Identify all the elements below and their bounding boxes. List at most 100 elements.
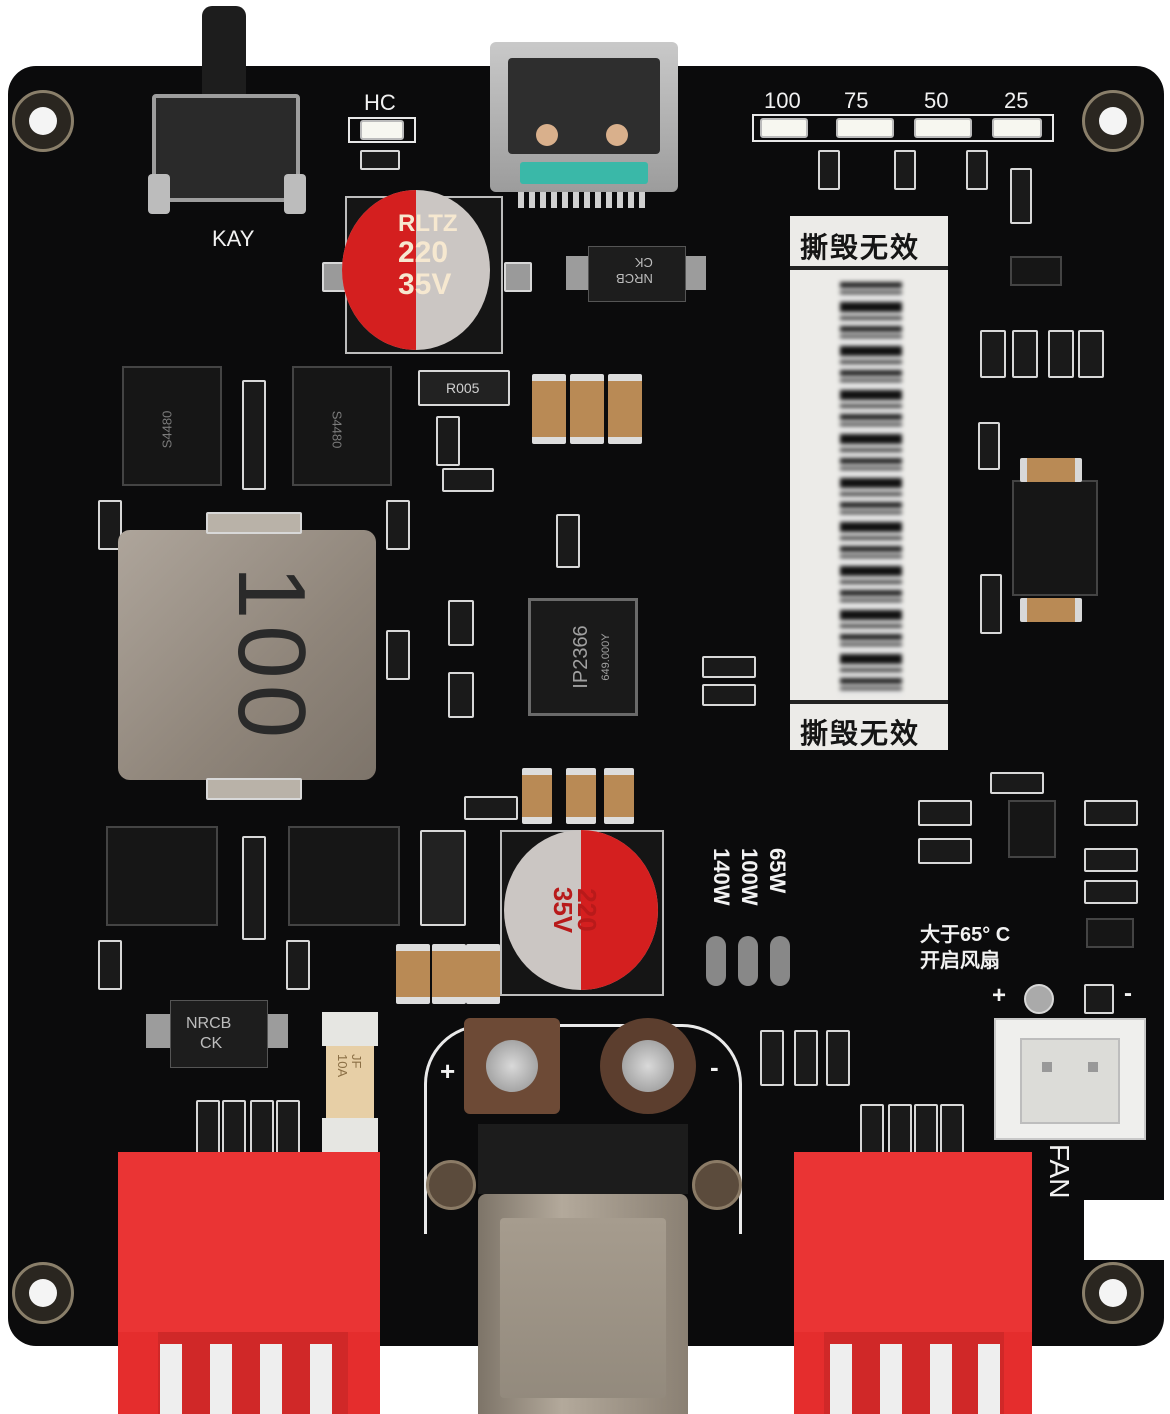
cap-top-marking: RLTZ 220 35V: [398, 210, 458, 301]
resistor-sense-2: [420, 830, 466, 926]
resistor-left-5: [286, 940, 310, 990]
svg-text:JF: JF: [349, 1054, 364, 1069]
cap-group-mid-1: [522, 768, 552, 824]
fan-minus: -: [1124, 980, 1132, 1007]
usb-c-pin-left: [536, 124, 558, 146]
cap-bottom-marking: 35V 220: [548, 887, 602, 934]
switch-leg-left: [148, 174, 170, 214]
mounting-hole-bottom-left: [12, 1262, 74, 1324]
resistor-rb-3: [990, 772, 1044, 794]
led-50: [914, 118, 972, 138]
led-resistor-1: [818, 150, 840, 190]
resistor-br-1: [760, 1030, 784, 1086]
resistor-br-5: [888, 1104, 912, 1160]
dc-terminal-positive[interactable]: [464, 1018, 560, 1114]
led-75: [836, 118, 894, 138]
svg-text:10A: 10A: [335, 1054, 350, 1077]
led-resistor-3: [966, 150, 988, 190]
sot-transistor-fan: [1086, 918, 1134, 948]
svg-text:65W: 65W: [765, 848, 790, 893]
usb-a-mount-right: [692, 1160, 742, 1210]
usb-c-port[interactable]: [490, 42, 678, 208]
svg-text:140W: 140W: [709, 848, 734, 906]
warranty-divider-bottom: [790, 700, 948, 704]
cap-group-bot-1: [396, 944, 430, 1004]
led-100: [760, 118, 808, 138]
fan-note-line2: 开启风扇: [920, 950, 1000, 972]
switch-actuator: [202, 6, 246, 98]
resistor-q3-side: [242, 836, 266, 940]
mosfet-q4: [288, 826, 400, 926]
ic-marking-text: IP2366 649.000Y: [570, 625, 612, 688]
resistor-ic-4: [702, 684, 756, 706]
resistor-rb-2: [918, 838, 972, 864]
fan-pad-minus: [1084, 984, 1114, 1014]
mosfet-q1: S4480: [122, 366, 222, 486]
tactile-switch[interactable]: [148, 6, 306, 214]
svg-text:220: 220: [572, 888, 602, 931]
fan-connector[interactable]: [994, 1018, 1146, 1140]
dc-terminal-negative[interactable]: [600, 1018, 696, 1114]
hc-resistor: [360, 150, 400, 170]
power-inductor: 100: [118, 530, 376, 780]
cap-group-bot-3: [466, 944, 500, 1004]
led-level-100: 100: [764, 88, 801, 113]
resistor-right-1: [980, 330, 1006, 378]
cap-group-bot-2: [432, 944, 466, 1004]
svg-text:100W: 100W: [737, 848, 762, 906]
hc-led: [360, 120, 404, 140]
cap-right-2: [1020, 598, 1082, 622]
regulator-right: [1012, 480, 1098, 596]
led-level-25: 25: [1004, 88, 1029, 113]
fan-plus: +: [992, 982, 1007, 1009]
fan-note-line1: 大于65° C: [920, 924, 1011, 946]
power-options: 65W 100W 140W: [709, 848, 790, 906]
terminal-block-right[interactable]: [794, 1152, 1032, 1414]
warranty-bottom: 撕毁无效: [800, 718, 921, 749]
hc-led-pad: [348, 117, 416, 143]
dc-plus: +: [440, 1056, 456, 1086]
usb-a-port[interactable]: [478, 1124, 688, 1414]
resistor-ic-1: [448, 600, 474, 646]
usb-c-opening: [508, 58, 660, 154]
dc-minus: -: [710, 1052, 719, 1082]
resistor-left-2: [386, 500, 410, 550]
terminal-block-left[interactable]: [118, 1152, 380, 1414]
dc-input-outline: [424, 1024, 742, 1234]
electrolytic-cap-bottom: 35V 220: [504, 830, 658, 990]
svg-text:IP2366: IP2366: [570, 625, 592, 688]
cap-group-top-3: [608, 374, 642, 444]
electrolytic-cap-top: RLTZ 220 35V: [342, 190, 490, 350]
led-level-50: 50: [924, 88, 949, 113]
mosfet-q3: [106, 826, 218, 926]
resistor-left-3: [386, 630, 410, 680]
mounting-hole-top-right: [1082, 90, 1144, 152]
warranty-divider-top: [790, 266, 948, 270]
switch-leg-right: [284, 174, 306, 214]
usb-a-mount-left: [426, 1160, 476, 1210]
resistor-left-4: [98, 940, 122, 990]
resistor-right-5: [978, 422, 1000, 470]
cap-group-top-2: [570, 374, 604, 444]
led-resistor-2: [894, 150, 916, 190]
cap-group-mid-3: [604, 768, 634, 824]
resistor-mid-3: [442, 468, 494, 492]
power-jumper-pads[interactable]: [706, 936, 796, 992]
cap-group-top-1: [532, 374, 566, 444]
inductor-pad-bottom: [206, 778, 302, 800]
resistor-mid-5: [464, 796, 518, 820]
resistor-mid-4: [556, 514, 580, 568]
resistor-br-6: [914, 1104, 938, 1160]
sot-transistor-mid: [1008, 800, 1056, 858]
resistor-mid-2: [436, 416, 460, 466]
mounting-hole-bottom-right: [1082, 1262, 1144, 1324]
cap-top-pad: [504, 262, 532, 292]
svg-text:649.000Y: 649.000Y: [600, 633, 612, 681]
switch-body: [152, 94, 300, 202]
resistor-ic-2: [448, 672, 474, 718]
fuse: JF 10A: [322, 1012, 378, 1152]
